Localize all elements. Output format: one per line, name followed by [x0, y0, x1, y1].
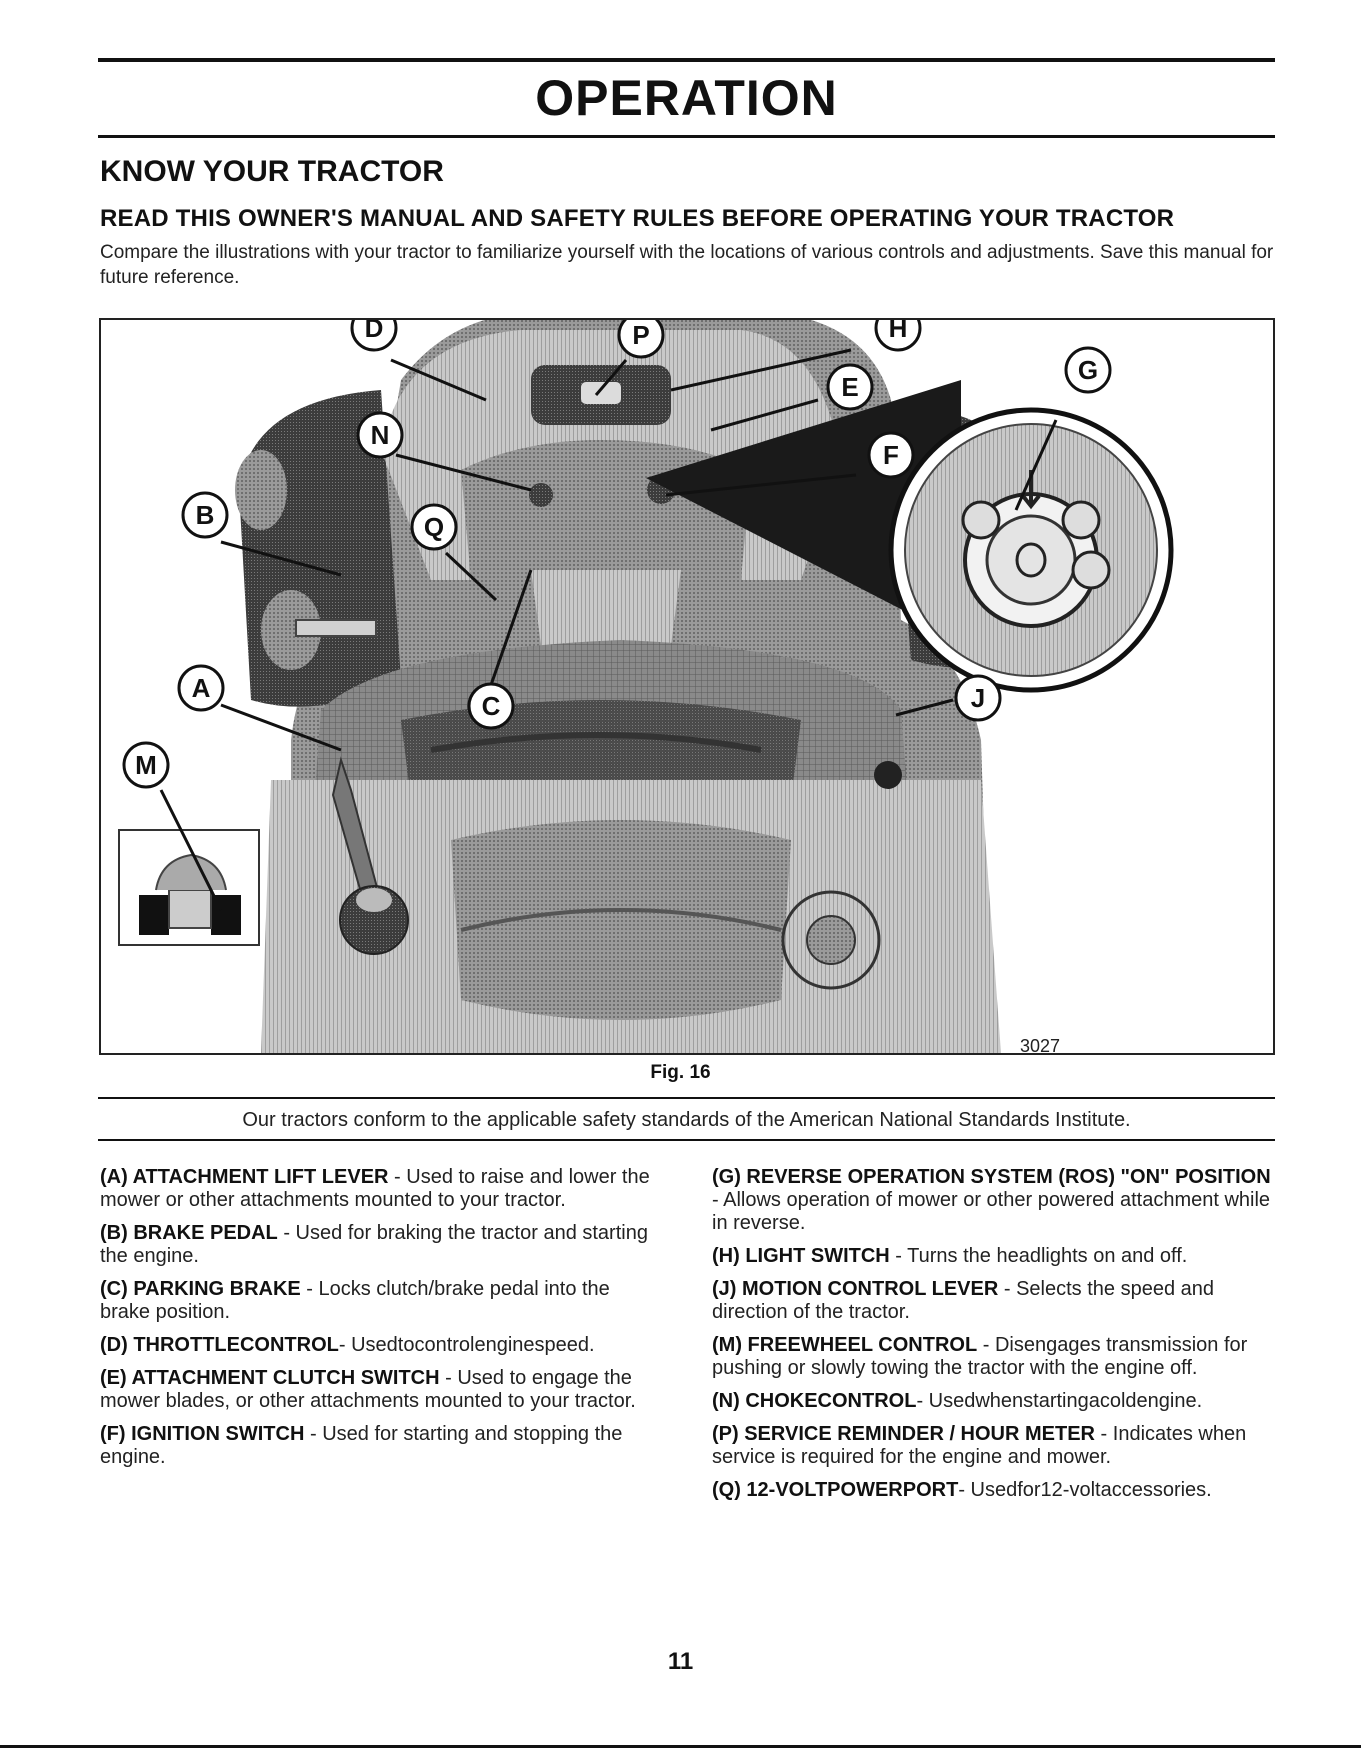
bottom-rule	[0, 1745, 1361, 1748]
control-item: (P) SERVICE REMINDER / HOUR METER - Indi…	[712, 1423, 1247, 1468]
standards-rule-top	[98, 1097, 1275, 1099]
control-item: (B) BRAKE PEDAL - Used for braking the t…	[100, 1222, 648, 1267]
callout-a: A	[192, 673, 211, 703]
control-item: (E) ATTACHMENT CLUTCH SWITCH - Used to e…	[100, 1367, 636, 1412]
controls-list-left: (A) ATTACHMENT LIFT LEVER - Used to rais…	[100, 1166, 662, 1479]
section-title: KNOW YOUR TRACTOR	[100, 155, 444, 188]
page-number: 11	[667, 1648, 694, 1675]
intro-paragraph: Compare the illustrations with your trac…	[100, 242, 1274, 288]
callout-f: F	[883, 440, 899, 470]
control-item: (C) PARKING BRAKE - Locks clutch/brake p…	[100, 1278, 610, 1323]
callout-e: E	[841, 372, 858, 402]
tractor-figure: D P H E G N F B Q A C J M	[99, 318, 1275, 1055]
standards-note: Our tractors conform to the applicable s…	[242, 1109, 1131, 1131]
figure-code: 3027	[1020, 1036, 1061, 1056]
controls-list-right: (G) REVERSE OPERATION SYSTEM (ROS) "ON" …	[712, 1166, 1274, 1512]
control-item: (H) LIGHT SWITCH - Turns the headlights …	[712, 1245, 1188, 1267]
callout-p: P	[632, 320, 649, 350]
callout-d: D	[365, 320, 384, 343]
page-title: OPERATION	[535, 70, 838, 126]
control-item: (Q) 12-VOLTPOWERPORT- Usedfor12-voltacce…	[712, 1479, 1212, 1501]
control-item: (M) FREEWHEEL CONTROL - Disengages trans…	[712, 1334, 1248, 1379]
callout-b: B	[196, 500, 215, 530]
control-item: (N) CHOKECONTROL- Usedwhenstartingacolde…	[712, 1390, 1203, 1412]
callout-j: J	[971, 683, 985, 713]
callout-m: M	[135, 750, 157, 780]
callout-q: Q	[424, 512, 444, 542]
control-item: (G) REVERSE OPERATION SYSTEM (ROS) "ON" …	[712, 1166, 1271, 1234]
callout-g: G	[1078, 355, 1098, 385]
title-rule	[98, 135, 1275, 138]
callout-n: N	[371, 420, 390, 450]
figure-caption: Fig. 16	[650, 1062, 711, 1083]
safety-subtitle: READ THIS OWNER'S MANUAL AND SAFETY RULE…	[100, 205, 1175, 232]
callout-c: C	[482, 691, 501, 721]
control-item: (D) THROTTLECONTROL- Usedtocontrolengine…	[100, 1334, 595, 1356]
callout-h: H	[889, 320, 908, 343]
standards-rule-bottom	[98, 1139, 1275, 1141]
control-item: (J) MOTION CONTROL LEVER - Selects the s…	[712, 1278, 1215, 1323]
tractor-illustration: D P H E G N F B Q A C J M	[118, 320, 1174, 1053]
top-rule	[98, 58, 1275, 62]
control-item: (A) ATTACHMENT LIFT LEVER - Used to rais…	[100, 1166, 650, 1211]
control-item: (F) IGNITION SWITCH - Used for starting …	[100, 1423, 623, 1468]
